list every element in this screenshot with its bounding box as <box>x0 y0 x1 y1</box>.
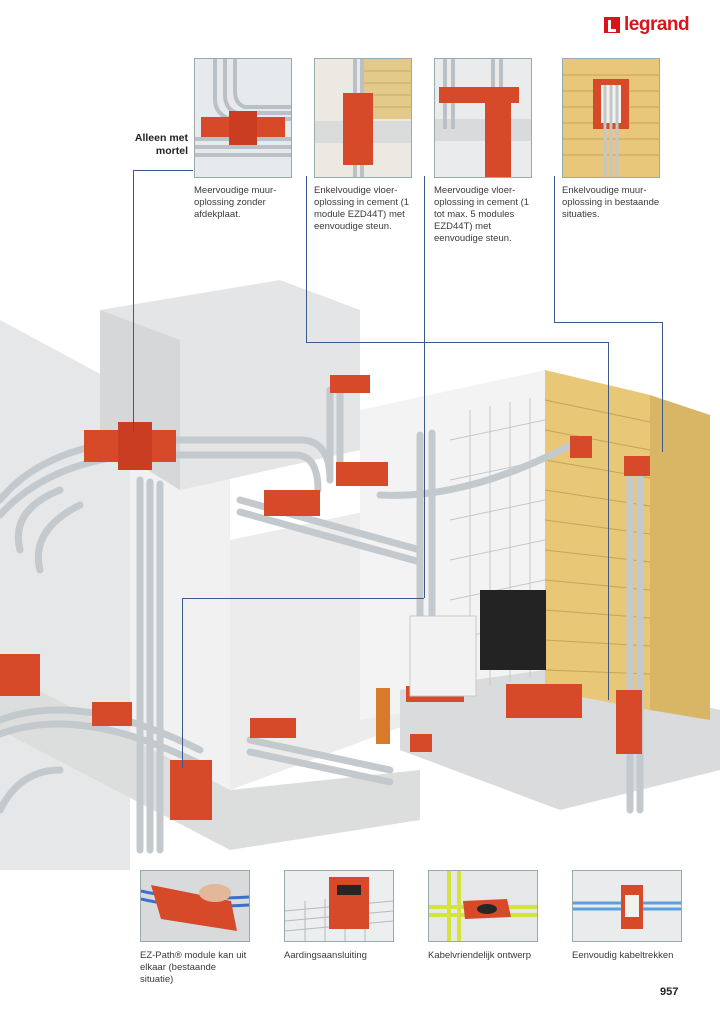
leader-line <box>133 170 193 171</box>
leader-line <box>182 598 183 768</box>
legrand-logo: legrand <box>604 14 690 36</box>
thumb-cable-friendly <box>428 870 538 942</box>
thumb-grounding <box>284 870 394 942</box>
leader-line <box>554 322 662 323</box>
thumb-multiple-wall <box>194 58 292 178</box>
leader-line <box>306 176 307 342</box>
caption-easy-pulling: Eenvoudig kabeltrekken <box>572 950 674 961</box>
thumb-module-separable <box>140 870 250 942</box>
page-number: 957 <box>660 986 679 998</box>
leader-line <box>182 598 424 599</box>
caption-single-wall-existing: Enkelvoudige muur-oplossing in bestaande… <box>562 185 660 220</box>
leader-line <box>133 170 134 432</box>
caption-multiple-wall: Meervoudige muur-oplossing zonder afdekp… <box>194 185 277 220</box>
thumb-single-wall-existing <box>562 58 660 178</box>
caption-grounding: Aardingsaansluiting <box>284 950 367 961</box>
mortar-label: Alleen met mortel <box>134 132 188 157</box>
legrand-logo-icon <box>604 17 620 33</box>
leader-line <box>662 322 663 452</box>
leader-line <box>424 176 425 598</box>
leader-line <box>306 342 608 343</box>
thumb-easy-pulling <box>572 870 682 942</box>
caption-module-separable: EZ-Path® module kan uit elkaar (bestaand… <box>140 950 247 985</box>
leader-line <box>608 342 609 700</box>
thumb-single-floor <box>314 58 412 178</box>
brand-name: legrand <box>624 14 690 35</box>
caption-multiple-floor: Meervoudige vloer-oplossing in cement (1… <box>434 185 530 244</box>
thumb-multiple-floor <box>434 58 532 178</box>
caption-cable-friendly: Kabelvriendelijk ontwerp <box>428 950 531 961</box>
installation-illustration <box>0 280 720 870</box>
leader-line <box>554 176 555 322</box>
caption-single-floor: Enkelvoudige vloer-oplossing in cement (… <box>314 185 410 232</box>
